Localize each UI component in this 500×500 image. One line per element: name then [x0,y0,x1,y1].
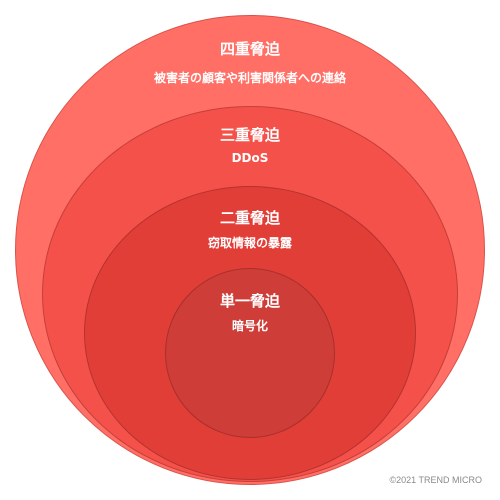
double-extortion-subtitle: 窃取情報の暴露 [207,236,292,250]
single-extortion-circle [165,268,335,438]
single-extortion-subtitle: 暗号化 [231,319,268,333]
triple-extortion-title: 三重脅迫 [219,126,280,144]
copyright-text: ©2021 TREND MICRO [389,475,483,485]
quadruple-extortion-subtitle: 被害者の顧客や利害関係者への連絡 [153,71,346,85]
quadruple-extortion-title: 四重脅迫 [219,40,280,58]
double-extortion-title: 二重脅迫 [219,209,280,227]
triple-extortion-subtitle: DDoS [231,151,269,165]
single-extortion-title: 単一脅迫 [219,292,280,310]
